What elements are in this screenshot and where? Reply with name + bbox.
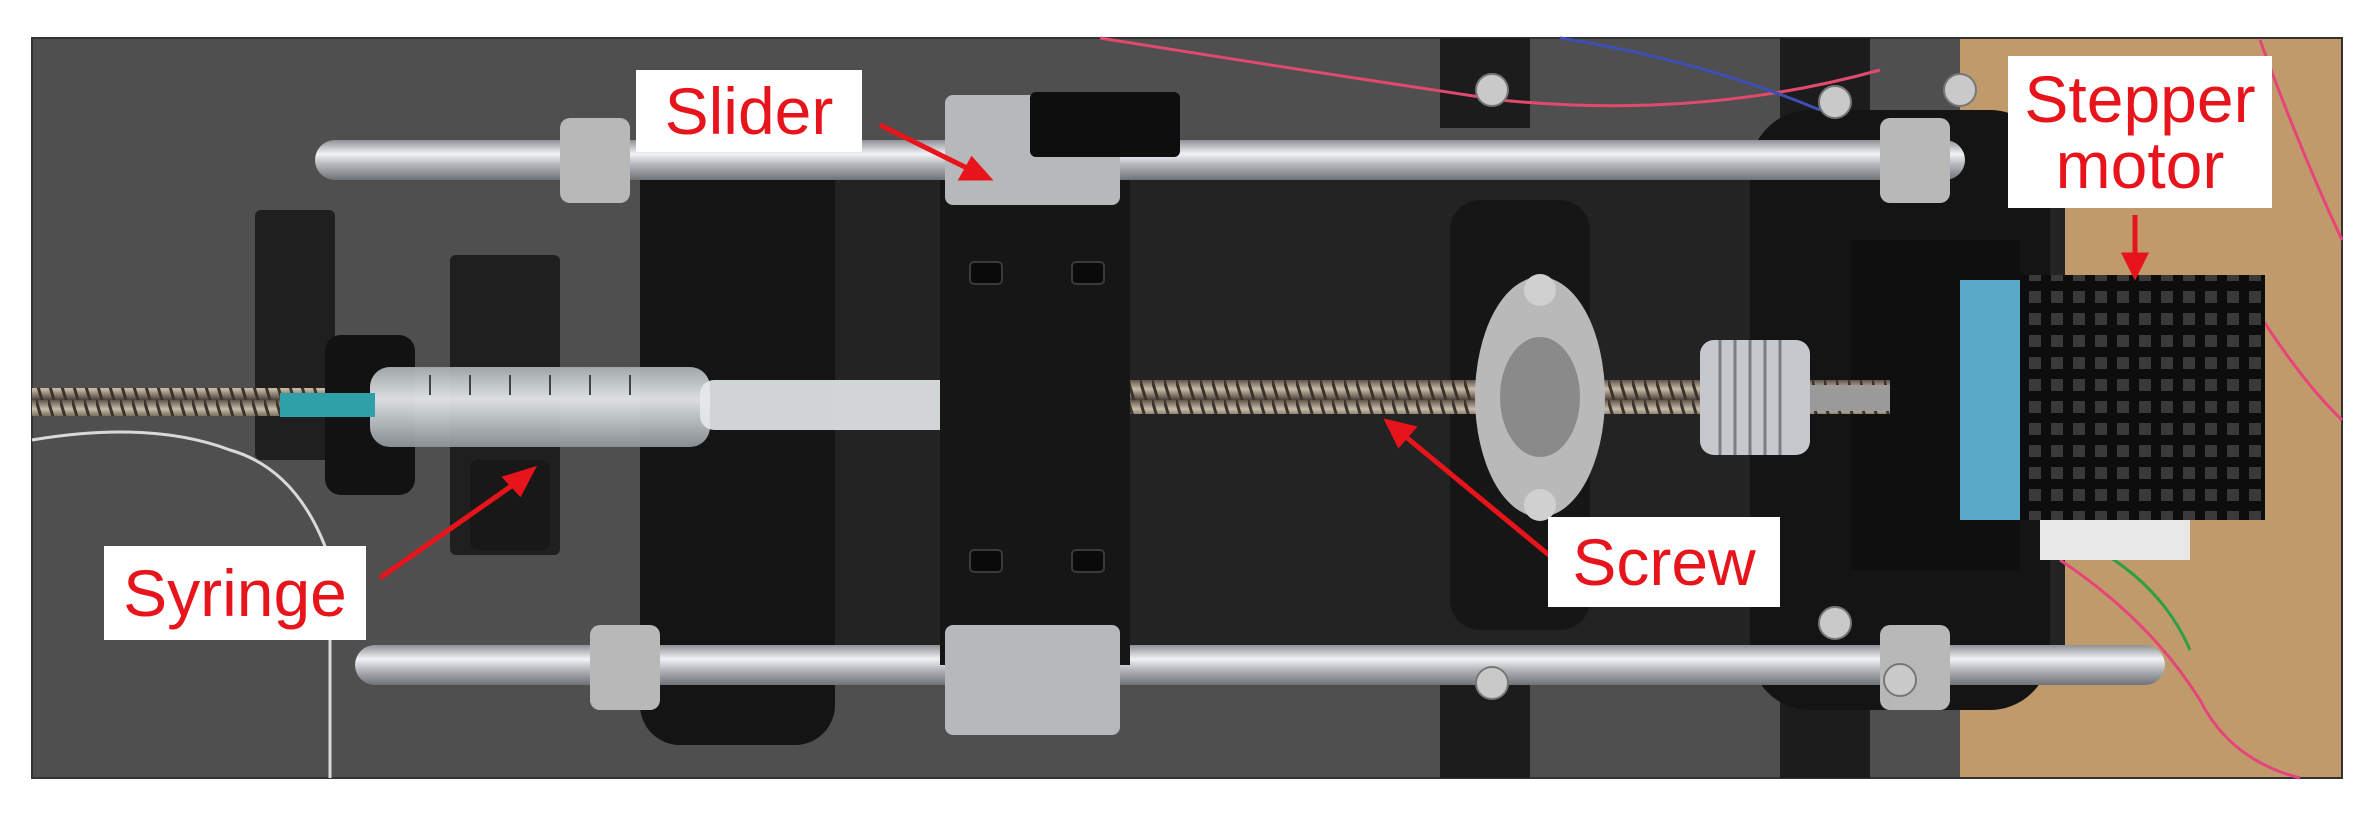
- slider-carriage: [940, 180, 1130, 665]
- mount-tab: [255, 210, 335, 460]
- syringe-clamp-base: [470, 460, 550, 550]
- heatsink: [2020, 275, 2265, 520]
- syringe-label: Syringe: [104, 546, 366, 640]
- syringe-arrow: [378, 477, 522, 581]
- slider-bottom-block: [945, 625, 1120, 735]
- stepper-motor-label: Stepper motor: [2008, 56, 2272, 208]
- rod-clamp: [1880, 118, 1950, 203]
- guide-rod-bottom: [355, 645, 2165, 685]
- motor-body: [1960, 280, 2020, 520]
- frame-left-plate: [640, 125, 835, 745]
- shaft-coupler: [1700, 340, 1810, 455]
- rod-clamp: [590, 625, 660, 710]
- syringe-barrel: [370, 367, 710, 447]
- screw-arrow: [1398, 430, 1557, 562]
- syringe-needle-hub: [280, 393, 375, 417]
- slider-label: Slider: [636, 70, 862, 152]
- motor-connector: [2040, 520, 2190, 560]
- rod-clamp: [560, 118, 630, 203]
- stepper-label-line2: motor: [2055, 128, 2225, 202]
- syringe-plunger: [700, 380, 980, 430]
- screw-label: Screw: [1548, 517, 1780, 607]
- slider-arrow: [878, 122, 977, 175]
- stepper-label-line1: Stepper: [2024, 62, 2256, 136]
